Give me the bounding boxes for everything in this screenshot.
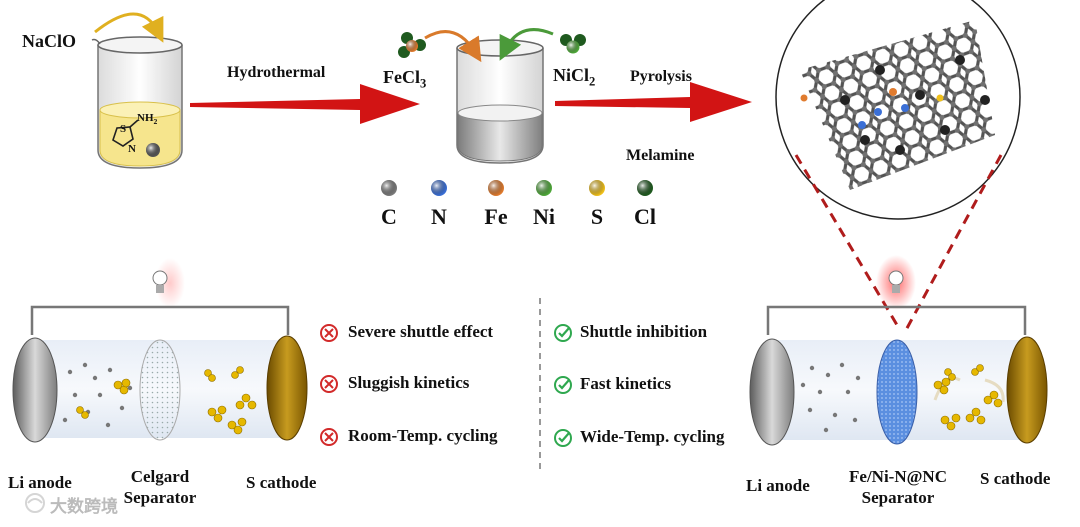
nicl2-base: NiCl [553, 65, 589, 85]
legend-label-1: N [431, 204, 447, 229]
nicl2-molecule [560, 34, 586, 54]
left-separator-label: Celgard Separator [100, 466, 220, 508]
legend-ball-highlight [381, 180, 397, 196]
right-cell [749, 255, 1048, 446]
legend-label-5: Cl [634, 204, 656, 229]
right-bulb-icon [888, 270, 904, 293]
right-separator-line1: Fe/Ni-N@NC [849, 467, 947, 486]
legend-label-0: C [381, 204, 397, 229]
benefit-item-2: Wide-Temp. cycling [580, 427, 725, 447]
left-wire [30, 305, 290, 335]
drawback-text-2: Room-Temp. cycling [348, 426, 498, 445]
benefit-text-0: Shuttle inhibition [580, 322, 708, 341]
left-polysulfides [76, 366, 257, 435]
nicl2-label: NiCl2 [553, 65, 595, 90]
left-cathode-label: S cathode [246, 473, 317, 492]
molecule-nh-base: NH [137, 112, 154, 124]
drawback-icons [320, 324, 338, 446]
benefit-icons [554, 324, 572, 447]
molecule-nh-subscript: 2 [153, 117, 158, 127]
legend-ball-highlight [637, 180, 653, 196]
melamine-label: Melamine [626, 147, 695, 164]
left-s-cathode [266, 335, 308, 441]
drawback-item-2: Room-Temp. cycling [348, 426, 498, 446]
arrow-hydrothermal [190, 84, 420, 124]
right-separator-line2: Separator [861, 488, 935, 507]
right-wire [766, 305, 1027, 335]
hydrothermal-label: Hydrothermal [227, 64, 326, 81]
molecule-n-label: N [128, 143, 136, 155]
fecl3-label: FeCl3 [383, 67, 426, 92]
legend-label-4: S [590, 204, 604, 229]
left-separator-line2: Separator [123, 488, 197, 507]
nicl2-subscript: 2 [589, 74, 596, 89]
naclo-label: NaClO [22, 31, 76, 51]
nicl2-arrow [499, 28, 554, 61]
fecl3-arrow [424, 30, 482, 63]
left-celgard-separator [139, 339, 181, 441]
benefit-item-0: Shuttle inhibition [580, 322, 707, 342]
molecule-s-label: S [120, 123, 127, 135]
beaker-precursor [91, 36, 183, 169]
right-s-cathode [1006, 336, 1048, 444]
legend-label-3: Ni [533, 204, 555, 229]
benefit-text-1: Fast kinetics [580, 374, 672, 393]
right-fe-ni-separator [876, 339, 918, 445]
left-cell [12, 258, 308, 443]
legend-ball-highlight [536, 180, 552, 196]
legend-ball-highlight [431, 180, 447, 196]
fecl3-subscript: 3 [419, 76, 427, 91]
left-li-ions [62, 362, 133, 428]
legend-ball-highlight [589, 180, 605, 196]
left-separator-line1: Celgard [130, 467, 190, 486]
pyrolysis-label: Pyrolysis [630, 68, 692, 85]
right-anode-label: Li anode [746, 476, 810, 495]
arrow-pyrolysis [555, 82, 752, 122]
benefit-text-2: Wide-Temp. cycling [580, 427, 725, 446]
right-polysulfides [933, 364, 1003, 431]
benefit-item-1: Fast kinetics [580, 374, 671, 394]
magnified-structure [775, 0, 1021, 220]
legend-ball-highlight [488, 180, 504, 196]
right-li-ions [800, 362, 861, 433]
fecl3-base: FeCl [383, 67, 420, 87]
naclo-arrow [94, 12, 164, 43]
drawback-item-1: Sluggish kinetics [348, 373, 469, 393]
drawback-text-1: Sluggish kinetics [348, 373, 470, 392]
left-li-anode [12, 337, 58, 443]
drawback-text-0: Severe shuttle effect [348, 322, 494, 341]
watermark-logo [25, 493, 45, 513]
right-cathode-label: S cathode [980, 469, 1051, 488]
right-separator-label: Fe/Ni-N@NC Separator [836, 466, 960, 508]
left-bulb-icon [152, 270, 168, 293]
left-anode-label: Li anode [8, 473, 72, 492]
legend-label-2: Fe [484, 204, 508, 229]
molecule-nh2-label: NH2 [137, 112, 157, 126]
fecl3-molecule [398, 32, 426, 58]
beaker-hydrothermal [456, 39, 544, 164]
right-li-anode [749, 338, 795, 446]
watermark-text: 大数跨境 [50, 497, 118, 517]
atom-legend [381, 180, 653, 196]
drawback-item-0: Severe shuttle effect [348, 322, 493, 342]
